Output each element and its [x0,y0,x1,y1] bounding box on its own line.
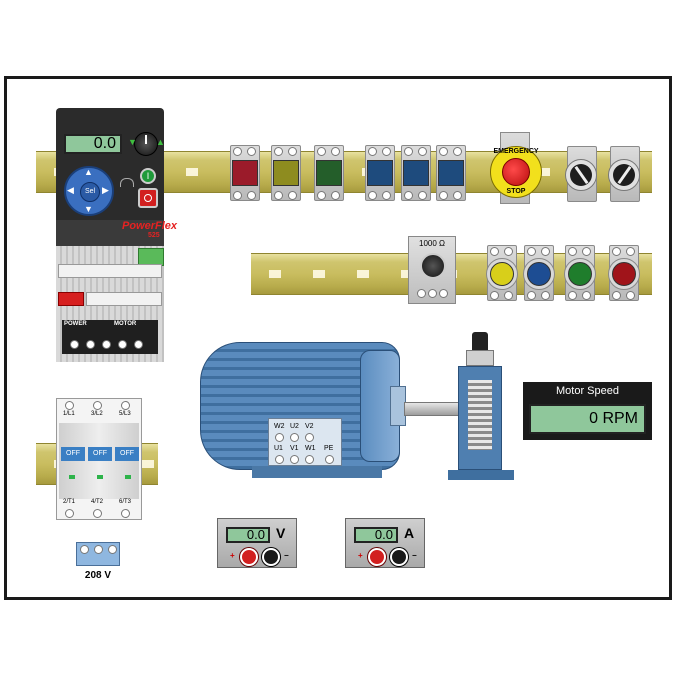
pot-knob[interactable] [420,253,446,279]
drive-brand: PowerFlex [122,220,178,232]
ammeter-minus: − [412,551,417,560]
speed-display-title: Motor Speed [556,385,619,397]
pilot-light-square [313,145,345,203]
selector-knob-2[interactable] [613,164,635,186]
ammeter-plus: + [358,551,363,560]
circuit-breaker: 1/L1 3/L2 5/L3 OFF OFF OFF 2/T1 4/T2 6/T… [56,398,142,520]
breaker-top-label-1: 1/L1 [63,411,75,417]
voltmeter-plus: + [230,551,235,560]
drive-display-value: 0.0 [93,135,116,152]
ammeter-neg-jack[interactable] [390,548,408,566]
voltmeter-minus: − [284,551,289,560]
speed-knob[interactable] [134,132,158,156]
drive-display: 0.0 [64,134,122,154]
breaker-bottom-label-3: 6/T3 [119,499,132,505]
motor-terminal-box: W2 U2 V2 U1 V1 W1 PE [268,418,342,466]
pilot-light-round [607,245,641,303]
nav-up-button[interactable]: ▲ [84,167,93,177]
sel-label: Sel [84,188,96,195]
power-motor-block [62,320,158,354]
drive-model: 525 [148,232,160,239]
vfd-drive: 0.0 ▼ ▲ Sel ▲ ▼ ◀ ▶ I PowerFlex 525 POWE… [56,108,177,362]
terminal-pe-label: PE [324,445,334,452]
pilot-light-square [364,145,396,203]
supply-voltage-label: 208 V [84,570,112,581]
terminal-u2-label: U2 [290,423,299,430]
motor-speed-display: Motor Speed 0 RPM [523,382,652,440]
pilot-light-square [270,145,302,203]
breaker-handle-1[interactable]: OFF [61,447,85,461]
sel-button[interactable]: Sel [80,182,100,202]
motor-label: MOTOR [114,321,137,327]
breaker-handle-label-3: OFF [120,450,134,457]
pilot-light-square [435,145,467,203]
speed-display-value: 0 RPM [589,410,638,427]
voltmeter-value: 0.0 [246,527,265,542]
io-terminal-strip-red [58,292,84,306]
ammeter-value: 0.0 [374,527,393,542]
ammeter-pos-jack[interactable] [368,548,386,566]
terminal-u1-label: U1 [274,445,283,452]
terminal-w1-label: W1 [305,445,316,452]
potentiometer[interactable]: 1000 Ω [408,236,456,304]
terminal-v2-label: V2 [305,423,314,430]
terminal-w2-label: W2 [274,423,285,430]
emergency-stop[interactable]: EMERGENCY STOP [488,132,544,204]
breaker-handle-label-2: OFF [93,450,107,457]
pilot-light-square [229,145,261,203]
breaker-handle-3[interactable]: OFF [115,447,139,461]
breaker-bottom-label-2: 4/T2 [91,499,104,505]
nav-down-button[interactable]: ▼ [84,204,93,214]
breaker-handle-2[interactable]: OFF [88,447,112,461]
start-button[interactable]: I [140,168,156,184]
selector-knob-1[interactable] [570,164,592,186]
pilot-light-round [563,245,597,303]
voltmeter-neg-jack[interactable] [262,548,280,566]
breaker-bottom-label-1: 2/T1 [63,499,76,505]
pilot-light-square [400,145,432,203]
voltmeter-pos-jack[interactable] [240,548,258,566]
voltmeter: 0.0 V + − [217,518,297,568]
io-terminal-strip-2 [86,292,162,306]
breaker-handle-label-1: OFF [66,450,80,457]
selector-switch-1[interactable] [565,146,599,204]
estop-mushroom[interactable] [502,158,530,186]
selector-switch-2[interactable] [608,146,642,204]
pilot-light-round [522,245,556,303]
stop-button[interactable] [138,188,158,208]
nav-right-button[interactable]: ▶ [102,185,109,195]
estop-top-text: EMERGENCY [493,148,539,155]
power-label: POWER [64,321,87,327]
load-brake [448,332,518,480]
breaker-top-label-2: 3/L2 [91,411,103,417]
pilot-light-round [485,245,519,303]
arrow-up-green-icon: ▼ [128,137,137,147]
voltmeter-unit: V [276,525,286,541]
estop-bottom-text: STOP [506,188,526,195]
ammeter-unit: A [404,525,415,541]
nav-left-button[interactable]: ◀ [67,185,74,195]
terminal-v1-label: V1 [290,445,299,452]
reverse-icon[interactable] [120,178,134,187]
arrow-down-green-icon: ▲ [156,137,165,147]
brake-adjust-knob[interactable] [472,332,488,350]
pot-label: 1000 Ω [419,239,445,248]
ammeter: 0.0 A + − [345,518,425,568]
io-terminal-strip-1 [58,264,162,278]
supply-terminal-block [76,542,120,566]
breaker-top-label-3: 5/L3 [119,411,131,417]
